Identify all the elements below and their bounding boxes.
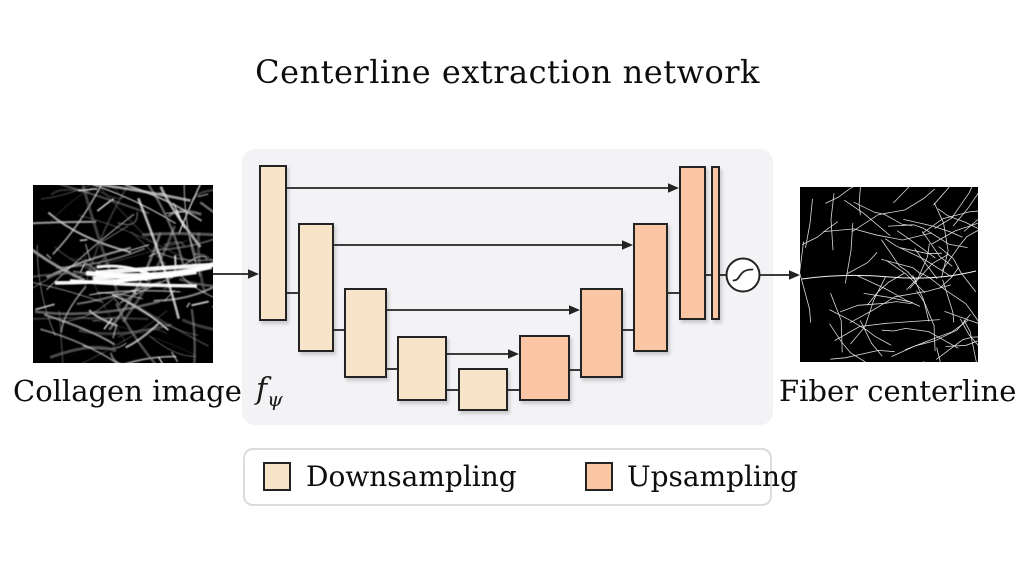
- output-layer-bar: [711, 166, 720, 320]
- output-image-caption: Fiber centerline: [779, 374, 1017, 408]
- encoder-block-2: [298, 223, 334, 352]
- decoder-block-4: [679, 166, 706, 320]
- bottleneck-block: [458, 368, 508, 411]
- upsampling-swatch-icon: [585, 462, 613, 491]
- network-function-label: fψ: [256, 372, 283, 411]
- legend-box: Downsampling Upsampling: [243, 448, 798, 506]
- downsampling-label: Downsampling: [306, 460, 517, 493]
- decoder-block-2: [580, 288, 623, 378]
- input-image-caption: Collagen image: [13, 374, 242, 408]
- fiber-centerline-image: [800, 187, 978, 362]
- function-subscript: ψ: [267, 387, 283, 411]
- figure-title: Centerline extraction network: [255, 53, 760, 91]
- upsampling-label: Upsampling: [627, 460, 798, 493]
- downsampling-swatch-icon: [263, 462, 291, 491]
- encoder-block-4: [397, 336, 447, 401]
- encoder-block-3: [344, 288, 387, 378]
- collagen-image: [33, 185, 213, 363]
- decoder-block-3: [633, 223, 668, 352]
- decoder-block-1: [519, 335, 570, 401]
- encoder-block-1: [259, 165, 287, 321]
- function-symbol: f: [256, 372, 268, 407]
